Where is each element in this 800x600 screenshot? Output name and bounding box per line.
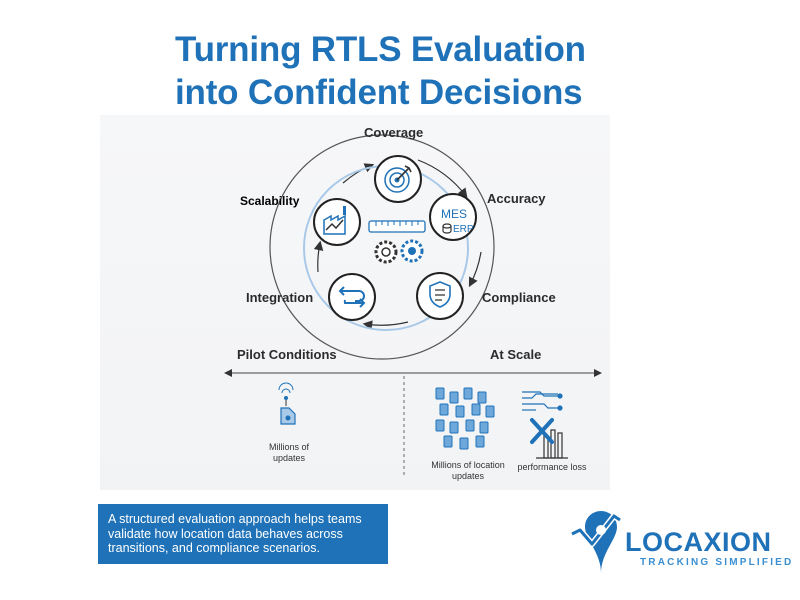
exchange-arrows-icon	[338, 286, 366, 308]
network-lines-icon	[522, 391, 563, 411]
factory-chart-icon	[323, 206, 346, 235]
pilot-conditions-label: Pilot Conditions	[237, 347, 337, 362]
info-box: A structured evaluation approach helps t…	[98, 504, 388, 564]
mes-erp-icon: MES ERP	[441, 207, 474, 235]
shield-checklist-icon	[429, 281, 451, 308]
location-tag-cluster-icon	[435, 387, 495, 450]
at-scale-label: At Scale	[490, 347, 542, 362]
locaxion-logo-icon	[570, 511, 622, 573]
cycle-arrow	[417, 159, 468, 198]
accuracy-node: MES ERP	[429, 193, 477, 241]
pilot-caption: Millions of updates	[268, 442, 309, 463]
performance-loss-icon	[530, 418, 568, 459]
cycle-ring	[269, 134, 495, 360]
page-title: Turning RTLS Evaluation into Confident D…	[175, 30, 586, 112]
scalability-label: Scalability	[240, 194, 300, 208]
target-icon	[384, 165, 412, 193]
coverage-label: Coverage	[364, 125, 424, 140]
coverage-node	[374, 155, 422, 203]
location-tag-icon	[278, 382, 296, 425]
integration-node	[328, 273, 376, 321]
scale-caption: Millions of location updates	[431, 460, 505, 481]
compliance-node	[416, 272, 464, 320]
compliance-label: Compliance	[482, 290, 556, 305]
mes-text: MES	[441, 207, 467, 221]
logo-name: LOCAXION	[625, 527, 772, 557]
scalability-node	[313, 198, 361, 246]
gears-ruler-icon	[368, 220, 426, 264]
erp-text: ERP	[453, 224, 474, 235]
integration-label: Integration	[246, 290, 314, 305]
cycle-arrow	[362, 320, 409, 330]
cycle-arrow	[313, 240, 324, 273]
logo-tagline: TRACKING SIMPLIFIED	[640, 557, 794, 568]
cycle-arrow	[468, 251, 482, 288]
accuracy-label: Accuracy	[487, 191, 546, 206]
cycle-arrow	[342, 163, 375, 184]
performance-loss-caption: performance loss	[517, 462, 587, 472]
